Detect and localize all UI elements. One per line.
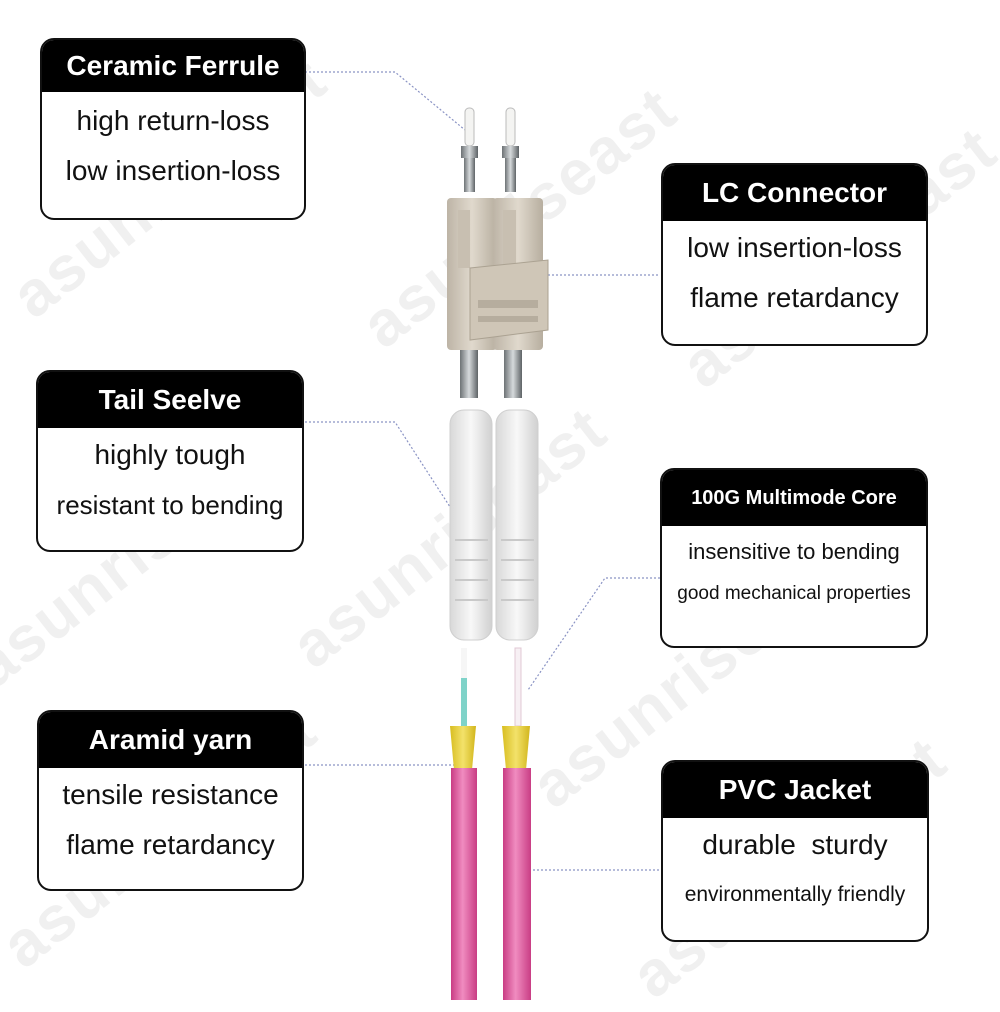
callout-title: Tail Seelve <box>38 372 302 428</box>
fiber-right <box>514 647 522 727</box>
callout-line: flame retardancy <box>690 282 899 313</box>
boot-left <box>449 409 493 641</box>
callout-line: tensile resistance <box>62 779 279 810</box>
callout-title: LC Connector <box>663 165 926 221</box>
callout-ceramic-ferrule: Ceramic Ferrule high return-loss low ins… <box>40 38 306 220</box>
callout-line: resistant to bending <box>56 490 284 520</box>
fiber-left <box>461 648 467 726</box>
callout-aramid-yarn: Aramid yarn tensile resistance flame ret… <box>37 710 304 891</box>
callout-line: good mechanical properties <box>677 583 911 604</box>
callout-core: 100G Multimode Core insensitive to bendi… <box>660 468 928 648</box>
ferrule-left <box>461 107 478 192</box>
callout-line: environmentally friendly <box>684 883 906 906</box>
callout-line: high return-loss <box>76 105 270 136</box>
callout-line: durable sturdy <box>702 829 888 860</box>
aramid-yarn-left <box>450 726 476 770</box>
ferrule-right <box>502 107 519 192</box>
aramid-yarn-right <box>502 726 530 770</box>
callout-tail-sleeve: Tail Seelve highly tough resistant to be… <box>36 370 304 552</box>
callout-title: Aramid yarn <box>39 712 302 768</box>
callout-line: highly tough <box>94 439 246 470</box>
pvc-jacket-right <box>503 768 531 1000</box>
callout-title: PVC Jacket <box>663 762 927 818</box>
neck-right <box>504 350 522 398</box>
leader-core <box>527 577 660 691</box>
callout-lc-connector: LC Connector low insertion-loss flame re… <box>661 163 928 346</box>
callout-line: flame retardancy <box>66 829 275 860</box>
callout-line: insensitive to bending <box>688 539 900 564</box>
callout-line: low insertion-loss <box>687 232 902 263</box>
pvc-jacket-left <box>451 768 477 1000</box>
lc-connector-body <box>447 198 549 350</box>
callout-title: 100G Multimode Core <box>662 470 926 526</box>
callout-pvc-jacket: PVC Jacket durable sturdy environmentall… <box>661 760 929 942</box>
leader-tail-sleeve <box>305 421 466 531</box>
neck-left <box>460 350 478 398</box>
boot-right <box>495 409 539 641</box>
callout-line: low insertion-loss <box>65 155 281 186</box>
leader-ceramic-ferrule <box>305 71 466 131</box>
leader-lines <box>305 71 660 871</box>
callout-title: Ceramic Ferrule <box>42 40 304 92</box>
